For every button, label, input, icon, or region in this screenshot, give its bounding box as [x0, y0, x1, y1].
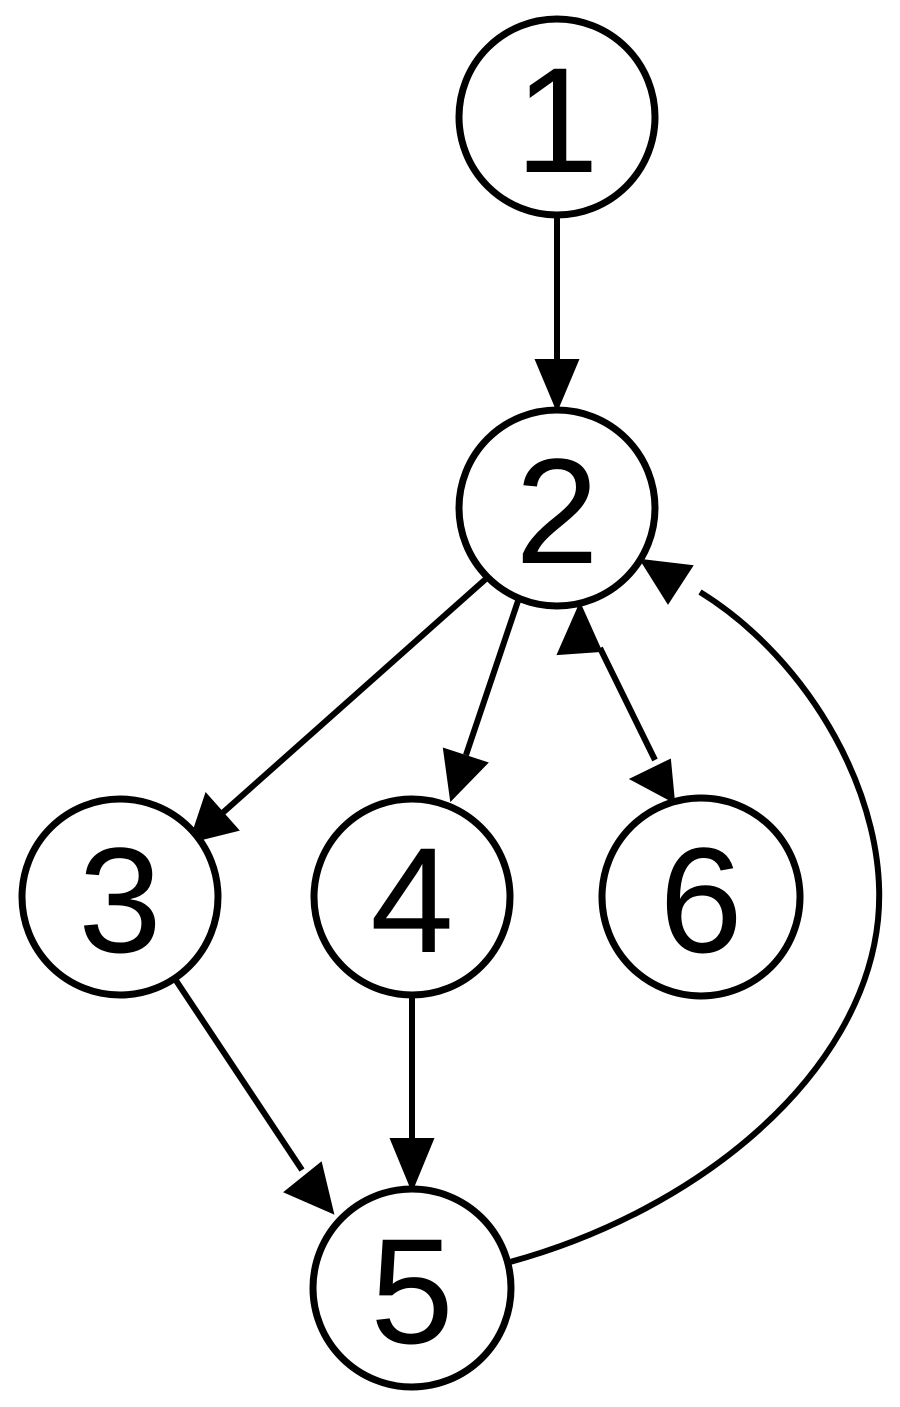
edge-1-to-2: [534, 216, 580, 413]
node-2[interactable]: 2: [455, 406, 659, 610]
node-6[interactable]: 6: [598, 794, 804, 1000]
edge-layer: [172, 216, 883, 1265]
node-3[interactable]: 3: [18, 795, 222, 999]
node-layer: 1 2 3 4 6 5: [18, 15, 804, 1391]
edge-2-to-3-line: [216, 574, 490, 820]
node-5[interactable]: 5: [309, 1185, 515, 1391]
node-6-circle[interactable]: [598, 794, 804, 1000]
node-3-circle[interactable]: [18, 795, 222, 999]
edge-2-to-6-arrowhead-at-6: [628, 758, 676, 804]
edge-1-to-2-arrowhead: [534, 359, 580, 413]
node-1-circle[interactable]: [455, 15, 659, 219]
edge-2-to-4: [442, 597, 522, 803]
edge-2-to-4-line: [463, 597, 522, 756]
node-2-label: 2: [515, 427, 598, 595]
node-6-label: 6: [659, 816, 742, 984]
edge-2-to-6-line: [597, 646, 658, 762]
node-5-circle[interactable]: [309, 1185, 515, 1391]
edge-5-to-2-curve: [509, 589, 883, 1265]
edge-4-to-5-arrowhead: [389, 1138, 435, 1193]
edge-3-to-5-arrowhead: [283, 1161, 335, 1215]
node-1-label: 1: [515, 36, 598, 204]
node-4-label: 4: [370, 816, 453, 984]
node-3-label: 3: [78, 816, 161, 984]
node-1[interactable]: 1: [455, 15, 659, 219]
edge-2-to-3: [188, 574, 490, 844]
node-4[interactable]: 4: [310, 795, 514, 999]
edge-3-to-5: [172, 977, 335, 1215]
edge-5-to-2-arrowhead: [639, 558, 694, 605]
node-4-circle[interactable]: [310, 795, 514, 999]
edge-2-to-4-arrowhead: [442, 747, 489, 803]
edge-2-to-6-arrowhead-at-2: [556, 601, 603, 656]
node-2-circle[interactable]: [455, 406, 659, 610]
edge-4-to-5: [389, 996, 435, 1193]
edge-5-to-2: [509, 558, 883, 1265]
edge-2-to-6-bidirectional: [556, 601, 676, 804]
edge-3-to-5-line: [172, 977, 305, 1172]
edge-2-to-3-arrowhead: [188, 792, 240, 844]
node-5-label: 5: [370, 1207, 453, 1375]
